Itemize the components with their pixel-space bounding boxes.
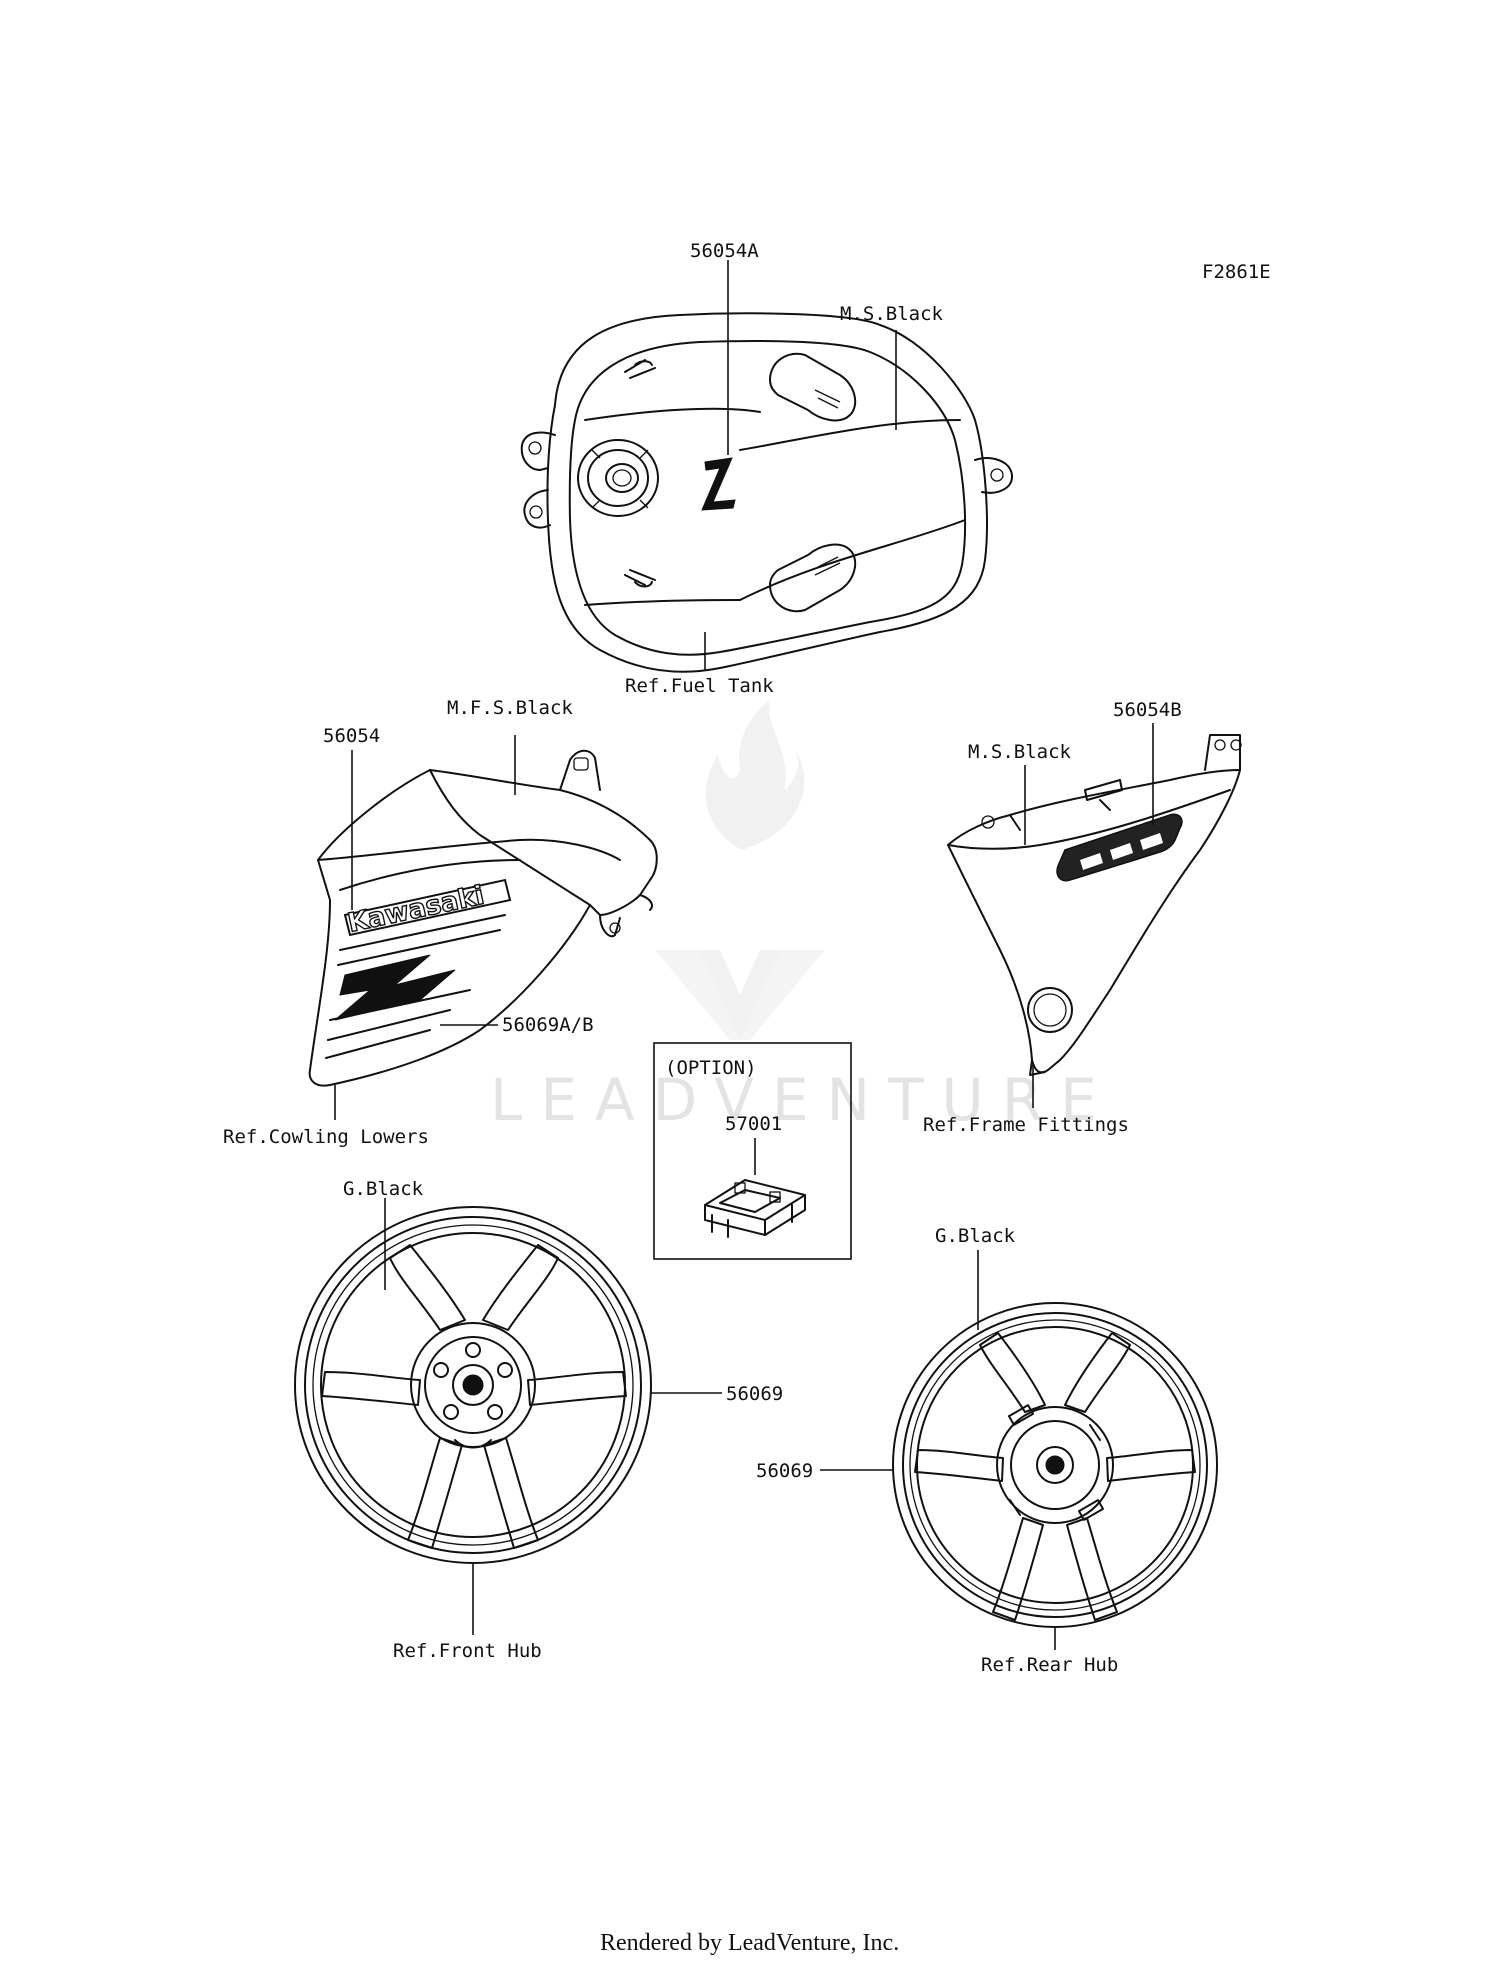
rear-wheel-assembly — [820, 1250, 1218, 1650]
footer-credit: Rendered by LeadVenture, Inc. — [600, 1930, 899, 1956]
rear-wheel-spokes — [914, 1332, 1196, 1621]
label-rear-color: G.Black — [935, 1225, 1016, 1247]
label-side-ref: Ref.Frame Fittings — [923, 1114, 1129, 1136]
side-300-decal — [1056, 813, 1183, 882]
watermark-flame-icon — [655, 700, 825, 1040]
label-cowl-part2: 56069A/B — [502, 1014, 594, 1036]
label-front-ref: Ref.Front Hub — [393, 1640, 542, 1662]
label-cowl-ref: Ref.Cowling Lowers — [223, 1126, 429, 1148]
fuel-tank-outline — [546, 312, 988, 673]
watermark: LEADVENTURE — [490, 700, 1115, 1134]
label-front-color: G.Black — [343, 1178, 424, 1200]
label-tank-color: M.S.Black — [840, 303, 944, 325]
side-cover-assembly — [947, 723, 1242, 1108]
tool-holder-icon — [704, 1179, 806, 1238]
label-front-part: 56069 — [726, 1383, 783, 1405]
label-side-part: 56054B — [1113, 699, 1182, 721]
fuel-cap-icon — [577, 439, 659, 517]
kawasaki-decal-text: Kawasaki — [345, 881, 487, 939]
option-box: (OPTION) 57001 — [653, 1042, 852, 1260]
cowling-assembly: Kawasaki — [308, 735, 658, 1120]
diagram-code: F2861E — [1202, 261, 1271, 283]
front-wheel-assembly — [294, 1198, 722, 1635]
label-side-color: M.S.Black — [968, 741, 1072, 763]
kawasaki-decal: Kawasaki — [325, 878, 512, 1059]
label-rear-part: 56069 — [756, 1460, 813, 1482]
label-option-part: 57001 — [725, 1113, 782, 1135]
tank-vent-icon — [769, 352, 857, 613]
cowling-outline — [308, 769, 658, 1087]
tank-z-logo-decal — [701, 457, 736, 511]
label-tank-part: 56054A — [690, 240, 759, 262]
label-cowl-part: 56054 — [323, 725, 380, 747]
watermark-text: LEADVENTURE — [490, 1066, 1115, 1134]
label-cowl-color: M.F.S.Black — [447, 697, 573, 719]
front-wheel-spokes — [321, 1244, 627, 1549]
fuel-tank-inner-rim — [568, 340, 967, 656]
label-option-title: (OPTION) — [665, 1057, 757, 1079]
label-rear-ref: Ref.Rear Hub — [981, 1654, 1118, 1676]
side-cover-outline — [947, 769, 1241, 1074]
fuel-tank-assembly — [520, 260, 1014, 673]
label-tank-ref: Ref.Fuel Tank — [625, 675, 774, 697]
